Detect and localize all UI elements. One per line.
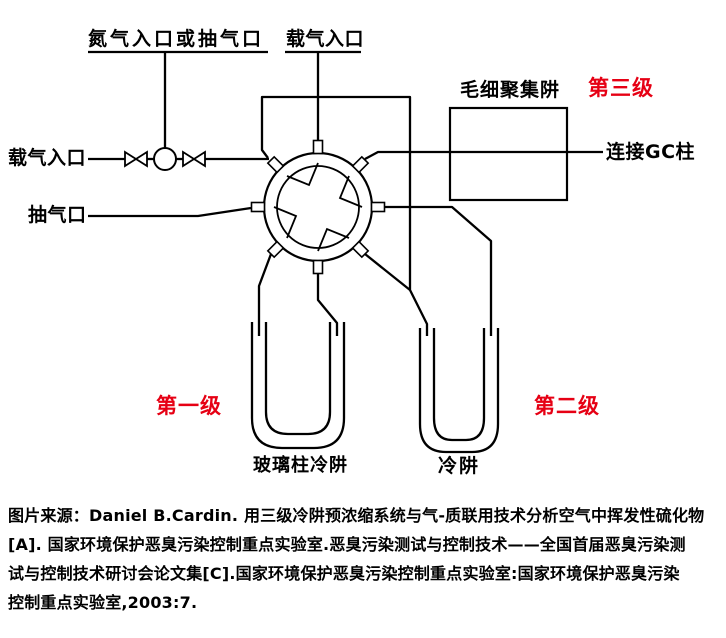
label-stage1: 第一级 bbox=[156, 394, 222, 418]
trap2-right-tube bbox=[385, 205, 493, 336]
valve-bowtie-right-b bbox=[192, 150, 206, 168]
trap2-left-tube bbox=[364, 253, 411, 291]
label-glass-column-trap: 玻璃柱冷阱 bbox=[253, 455, 348, 476]
gc-tube bbox=[364, 150, 603, 161]
valve-port-12 bbox=[312, 139, 324, 155]
valve-ports bbox=[250, 139, 386, 275]
cold-trap-outer-wall bbox=[418, 328, 500, 454]
label-gc-column: 连接GC柱 bbox=[606, 141, 696, 163]
selector-valve-symbol bbox=[124, 147, 206, 171]
valve-inner-ring bbox=[276, 165, 360, 249]
valve-port-9 bbox=[250, 201, 266, 213]
rotor-channel-sw bbox=[273, 206, 298, 239]
cold-trap-inner-wall bbox=[432, 328, 486, 442]
label-pump-port: 抽气口 bbox=[28, 204, 87, 226]
rotary-valve bbox=[250, 139, 386, 275]
label-nitrogen-inlet: 氮气入口或抽气口 bbox=[88, 28, 265, 50]
tube-network bbox=[88, 50, 603, 336]
capillary-trap-box bbox=[448, 106, 569, 202]
label-carrier-inlet-top: 载气入口 bbox=[286, 28, 365, 50]
valve-port-4-30 bbox=[351, 240, 370, 259]
valve-port-10-30 bbox=[266, 155, 285, 174]
caption-line: 图片来源：Daniel B.Cardin. 用三级冷阱预浓缩系统与气-质联用技术… bbox=[8, 506, 705, 525]
pump-tube bbox=[88, 206, 252, 218]
valve-port-1-30 bbox=[351, 155, 370, 174]
caption-line: [A]. 国家环境保护恶臭污染控制重点实验室.恶臭污染测试与控制技术——全国首届… bbox=[8, 535, 686, 554]
label-stage2: 第二级 bbox=[534, 394, 600, 418]
rotor-channel-ne bbox=[338, 175, 363, 208]
label-carrier-inlet-left: 载气入口 bbox=[8, 147, 87, 169]
trap1-left-tube bbox=[257, 253, 273, 336]
caption-line: 控制重点实验室,2003:7. bbox=[8, 593, 198, 612]
rotor-channel-se bbox=[317, 227, 350, 252]
glass-trap-inner-wall bbox=[264, 322, 332, 436]
fitting-body bbox=[153, 147, 177, 171]
label-capillary-trap: 毛细聚集阱 bbox=[460, 79, 561, 101]
source-caption: 图片来源：Daniel B.Cardin. 用三级冷阱预浓缩系统与气-质联用技术… bbox=[8, 501, 722, 617]
glass-trap-outer-wall bbox=[250, 322, 346, 450]
valve-bowtie-left-b bbox=[134, 150, 148, 168]
label-stage3: 第三级 bbox=[588, 76, 654, 100]
rotor-channel-nw bbox=[286, 162, 319, 187]
carrier-branch-tube bbox=[260, 95, 429, 336]
label-cold-trap: 冷阱 bbox=[438, 455, 481, 477]
valve-bowtie-left-a bbox=[124, 150, 138, 168]
trap1-right-tube bbox=[316, 274, 339, 336]
valve-port-6 bbox=[312, 259, 324, 275]
diagram-canvas bbox=[88, 50, 603, 454]
glass-trap-utube bbox=[250, 322, 346, 450]
valve-port-7-30 bbox=[266, 240, 285, 259]
cold-trap-utube bbox=[418, 328, 500, 454]
valve-port-3 bbox=[370, 201, 386, 213]
valve-rotor-channels bbox=[273, 162, 363, 252]
caption-line: 试与控制技术研讨会论文集[C].国家环境保护恶臭污染控制重点实验室:国家环境保护… bbox=[8, 564, 680, 583]
valve-bowtie-right-a bbox=[182, 150, 196, 168]
